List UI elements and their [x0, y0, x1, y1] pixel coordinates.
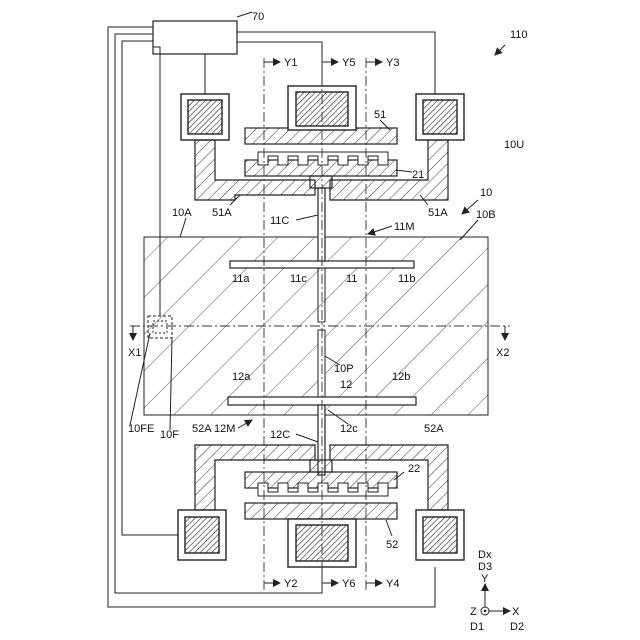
- label-12C: 12C: [270, 429, 290, 441]
- label-21: 21: [412, 169, 424, 181]
- label-y3: Y3: [386, 57, 399, 69]
- label-11c: 11c: [290, 273, 307, 285]
- comb-fingers-lower: [258, 483, 388, 496]
- label-d3: D3: [478, 561, 492, 573]
- leader-12C: [296, 434, 318, 442]
- leader-110: [495, 45, 505, 55]
- label-11b: 11b: [398, 273, 416, 285]
- leader-12M: [238, 420, 252, 428]
- label-y4: Y4: [386, 578, 399, 590]
- label-z: Z: [470, 606, 477, 618]
- label-52: 52: [386, 539, 398, 551]
- label-y-axis: Y: [481, 573, 489, 585]
- label-12M: 12M: [214, 423, 235, 435]
- leader-21: [396, 170, 412, 172]
- lower-stem: [310, 460, 332, 472]
- wire-top-right: [237, 32, 435, 94]
- label-11M: 11M: [394, 221, 415, 233]
- pad-upper-right: [423, 100, 457, 134]
- label-dx: Dx: [478, 549, 492, 561]
- label-10: 10: [480, 187, 492, 199]
- label-51A-right: 51A: [428, 207, 448, 219]
- label-10A: 10A: [172, 207, 192, 219]
- leader-70: [237, 12, 252, 17]
- upper-stem: [310, 176, 332, 188]
- label-11C: 11C: [270, 215, 289, 227]
- label-52A-right: 52A: [424, 423, 444, 435]
- label-110: 110: [510, 29, 528, 41]
- label-52A-left: 52A: [192, 423, 212, 435]
- label-12: 12: [340, 379, 352, 391]
- pad-lower-right: [423, 517, 457, 553]
- leader-11M: [368, 226, 392, 234]
- comb-fingers-upper: [258, 152, 388, 165]
- label-12c: 12c: [340, 423, 358, 435]
- label-22: 22: [408, 463, 420, 475]
- label-11a: 11a: [232, 273, 250, 285]
- label-70: 70: [252, 11, 264, 23]
- label-51: 51: [374, 109, 386, 121]
- leader-52: [386, 520, 392, 536]
- wire-top-center: [237, 42, 322, 86]
- label-10FE: 10FE: [128, 423, 154, 435]
- label-y2: Y2: [284, 578, 297, 590]
- label-10P: 10P: [334, 363, 354, 375]
- label-12b: 12b: [392, 371, 410, 383]
- label-51A-left: 51A: [212, 207, 232, 219]
- controller-70: [153, 21, 237, 54]
- label-y5: Y5: [342, 57, 355, 69]
- pad-lower-left: [185, 517, 219, 553]
- leader-11C: [296, 215, 318, 220]
- label-d1: D1: [470, 621, 484, 633]
- axis-z-dot: [484, 610, 487, 613]
- connector-11c: [318, 188, 325, 261]
- label-11: 11: [346, 273, 357, 285]
- label-10U: 10U: [504, 139, 524, 151]
- label-x-axis: X: [512, 606, 520, 618]
- label-x1: X1: [128, 347, 141, 359]
- label-10F: 10F: [160, 429, 179, 441]
- label-y6: Y6: [342, 578, 355, 590]
- label-y1: Y1: [284, 57, 297, 69]
- pad-upper-left: [188, 100, 222, 134]
- label-10B: 10B: [476, 209, 496, 221]
- leader-10A: [180, 218, 186, 237]
- slot-10P: [318, 330, 325, 398]
- label-12a: 12a: [232, 371, 251, 383]
- electrode-52: [245, 503, 397, 519]
- label-x2: X2: [496, 347, 509, 359]
- label-d2: D2: [510, 621, 524, 633]
